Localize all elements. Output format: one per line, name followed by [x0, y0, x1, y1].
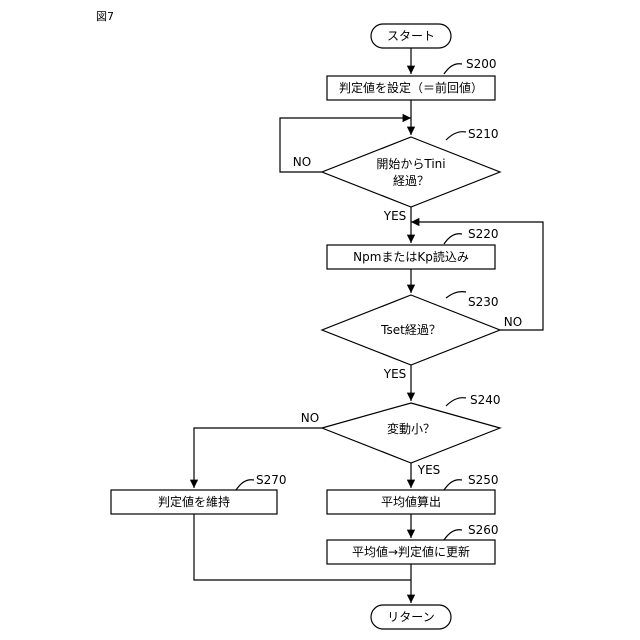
s220-step-label: S220 [468, 227, 499, 241]
return-label: リターン [387, 610, 434, 624]
s220-leader [444, 234, 462, 244]
s240-no-label: NO [301, 411, 319, 425]
s230-step-label: S230 [468, 295, 499, 309]
s260-label: 平均値→判定値に更新 [352, 544, 470, 559]
s240-leader [446, 398, 466, 406]
s270-leader [236, 480, 254, 490]
s210-no-label: NO [293, 155, 311, 169]
s210-yes-label: YES [383, 209, 407, 223]
s270-step-label: S270 [256, 473, 287, 487]
s200-leader [444, 64, 462, 74]
s200-step-label: S200 [466, 57, 497, 71]
s250-step-label: S250 [468, 473, 499, 487]
s230-yes-label: YES [383, 367, 407, 381]
s210-label-line2: 経過？ [393, 174, 429, 188]
s240-label: 変動小？ [387, 421, 435, 436]
s270-label: 判定値を維持 [158, 494, 230, 509]
s200-label: 判定値を設定（＝前回値） [339, 80, 483, 95]
s210-label-line1: 開始からTini [376, 157, 445, 171]
s260-leader [444, 530, 462, 540]
s240-step-label: S240 [470, 393, 501, 407]
s230-no-label: NO [504, 315, 522, 329]
s210-decision [322, 137, 500, 207]
start-label: スタート [387, 29, 435, 43]
s210-step-label: S210 [468, 127, 499, 141]
s250-label: 平均値算出 [381, 494, 441, 509]
s220-label: NpmまたはKp読込み [353, 249, 469, 264]
s240-yes-label: YES [417, 463, 441, 477]
s250-leader [444, 480, 462, 490]
s210-leader [446, 132, 466, 140]
s230-label: Tset経過？ [380, 323, 441, 337]
s230-leader [446, 292, 466, 298]
s260-step-label: S260 [468, 523, 499, 537]
figure-label: 図7 [96, 10, 114, 23]
